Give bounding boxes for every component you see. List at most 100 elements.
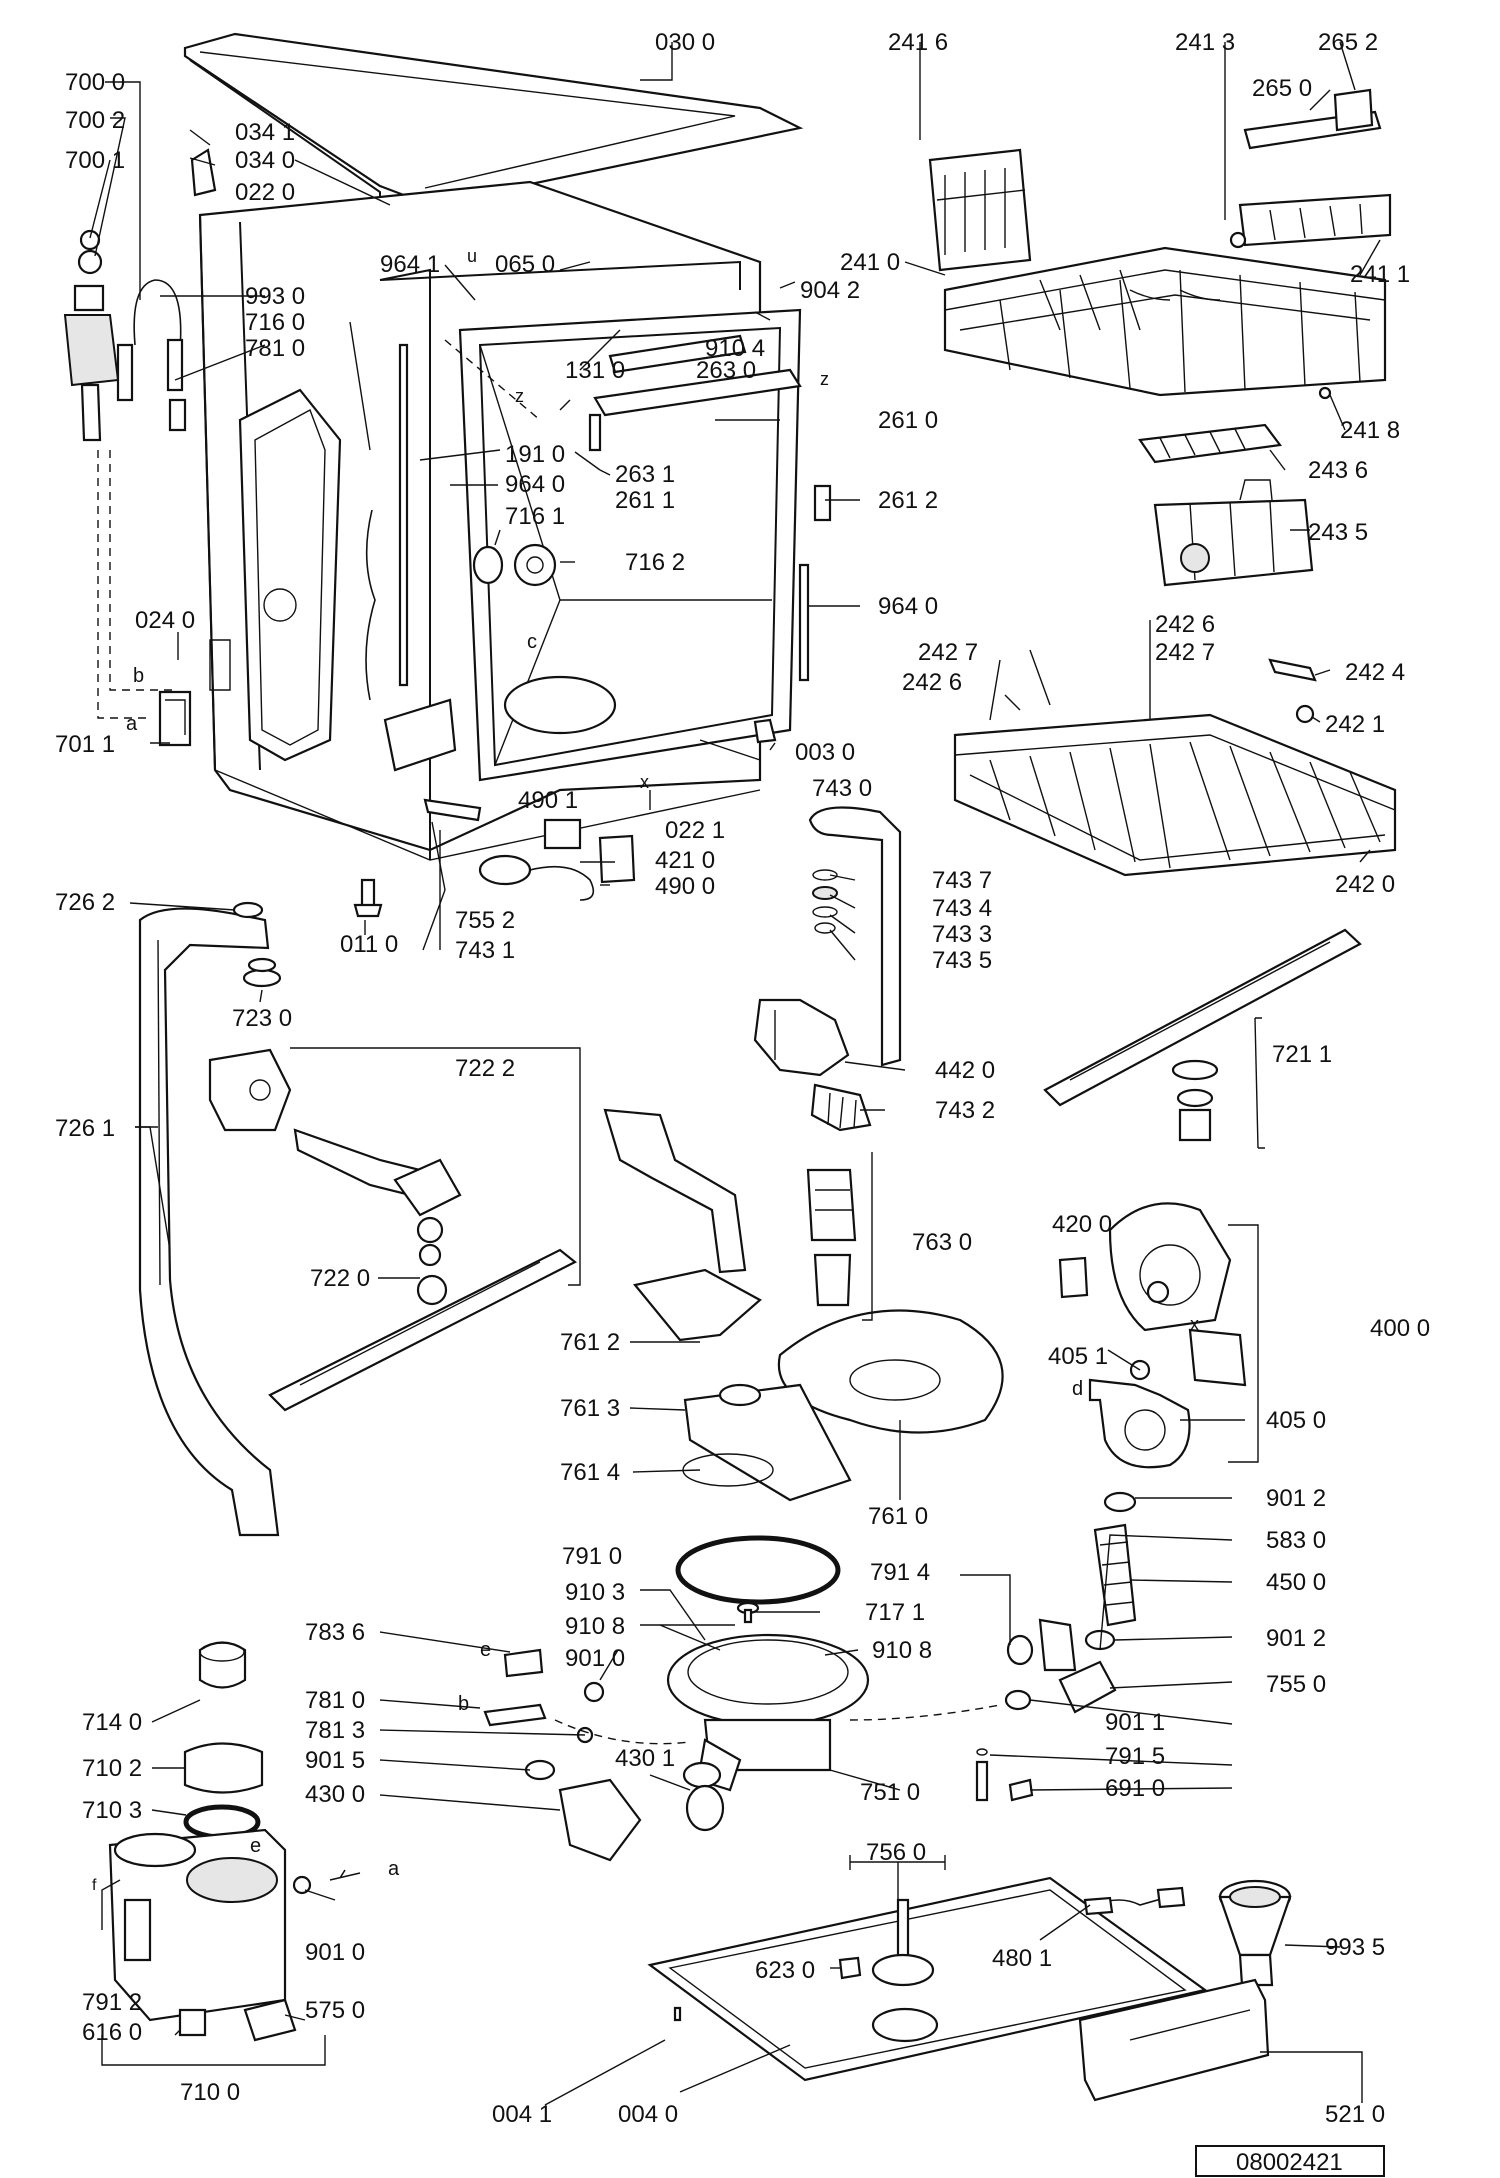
gasket-791-0 [675,1535,841,1605]
part-label-743-0: 743 0 [812,775,872,802]
left-top-components [63,148,217,719]
part-label-781-0-b: 781 0 [305,1687,365,1714]
part-label-710-2: 710 2 [82,1755,142,1782]
part-label-726-2: 726 2 [55,889,115,916]
marker-f: f [92,1877,97,1894]
marker-c: c [527,631,537,653]
part-label-901-2-a: 901 2 [1266,1485,1326,1512]
part-label-791-4: 791 4 [870,1559,930,1586]
part-label-700-0: 700 0 [65,69,125,96]
part-label-722-0: 722 0 [310,1265,370,1292]
hose-743 [753,806,902,1132]
part-label-910-8-b: 910 8 [872,1637,932,1664]
marker-b: b [133,665,144,687]
hose-bracket-755-2 [423,798,482,891]
part-label-583-0: 583 0 [1266,1527,1326,1554]
part-label-964-0-b: 964 0 [878,593,938,620]
part-label-723-0: 723 0 [232,1005,292,1032]
part-label-623-0: 623 0 [755,1957,815,1984]
part-label-242-4: 242 4 [1345,659,1405,686]
part-label-781-0-top: 781 0 [245,335,305,362]
part-label-904-2: 904 2 [800,277,860,304]
part-label-791-5: 791 5 [1105,1743,1165,1770]
part-label-721-1: 721 1 [1272,1041,1332,1068]
funnel-993-5 [1218,1879,1292,1987]
part-label-241-6: 241 6 [888,29,948,56]
part-labels: 030 0 700 0 700 2 700 1 034 1 034 0 022 … [55,29,1430,2128]
part-label-265-2: 265 2 [1318,29,1378,56]
part-label-783-6: 783 6 [305,1619,365,1646]
part-label-242-7-b: 242 7 [1155,639,1215,666]
part-label-241-8: 241 8 [1340,417,1400,444]
part-label-430-0: 430 0 [305,1781,365,1808]
part-label-420-0: 420 0 [1052,1211,1112,1238]
marker-a-2: a [388,1858,400,1880]
part-label-710-0: 710 0 [180,2079,240,2106]
control-panel-521 [1078,1978,1270,2102]
part-label-743-1: 743 1 [455,937,515,964]
part-label-261-0: 261 0 [878,407,938,434]
part-label-901-0-a: 901 0 [565,1645,625,1672]
tub-cabinet [198,180,832,861]
part-label-743-3: 743 3 [932,921,992,948]
part-label-521-0: 521 0 [1325,2101,1385,2128]
part-label-261-2: 261 2 [878,487,938,514]
part-label-910-8-a: 910 8 [565,1613,625,1640]
lower-basket-242 [953,658,1397,877]
part-label-901-1: 901 1 [1105,1709,1165,1736]
part-label-480-1: 480 1 [992,1945,1052,1972]
part-label-405-0: 405 0 [1266,1407,1326,1434]
hoses-lower-left [292,1648,725,1895]
part-label-022-1: 022 1 [665,817,725,844]
part-label-901-5: 901 5 [305,1747,365,1774]
part-label-065-0: 065 0 [495,251,555,278]
part-label-241-3: 241 3 [1175,29,1235,56]
part-label-700-1: 700 1 [65,147,125,174]
part-label-011-0: 011 0 [340,931,398,958]
part-label-400-0: 400 0 [1370,1315,1430,1342]
pump-400 [1058,1202,1247,1469]
part-label-722-2: 722 2 [455,1055,515,1082]
spray-arm-lower-722 [208,1048,578,1412]
part-label-761-4: 761 4 [560,1459,620,1486]
bracket-701 [158,690,192,747]
screw-011 [353,878,383,918]
part-label-910-4: 910 4 [705,335,765,362]
part-label-716-0: 716 0 [245,309,305,336]
part-label-442-0: 442 0 [935,1057,995,1084]
part-label-242-6-b: 242 6 [902,669,962,696]
marker-b-2: b [458,1693,469,1715]
part-label-763-0: 763 0 [912,1229,972,1256]
part-label-450-0: 450 0 [1266,1569,1326,1596]
part-label-791-2: 791 2 [82,1989,142,2016]
part-label-131-0: 131 0 [565,357,625,384]
part-label-716-2: 716 2 [625,549,685,576]
part-label-024-0: 024 0 [135,607,195,634]
cap-717 [736,1601,760,1624]
wiring-parts [478,818,636,901]
part-label-743-5: 743 5 [932,947,992,974]
part-label-004-1: 004 1 [492,2101,552,2128]
part-label-405-1: 405 1 [1048,1343,1108,1370]
spray-arm-upper-721 [1043,928,1362,1142]
filter-763 [806,1168,857,1307]
part-label-265-0: 265 0 [1252,75,1312,102]
part-label-716-1: 716 1 [505,503,565,530]
part-label-034-0: 034 0 [235,147,295,174]
part-label-710-3: 710 3 [82,1797,142,1824]
marker-e-2: e [250,1835,261,1857]
fine-filter-761 [777,1309,1004,1434]
part-label-003-0: 003 0 [795,739,855,766]
part-label-755-0: 755 0 [1266,1671,1326,1698]
part-label-575-0: 575 0 [305,1997,365,2024]
part-label-421-0: 421 0 [655,847,715,874]
part-label-430-1: 430 1 [615,1745,675,1772]
part-label-242-6-a: 242 6 [1155,611,1215,638]
part-label-761-3: 761 3 [560,1395,620,1422]
marker-e-1: e [480,1639,491,1661]
part-label-901-0-b: 901 0 [305,1939,365,1966]
part-label-901-2-b: 901 2 [1266,1625,1326,1652]
part-label-022-0: 022 0 [235,179,295,206]
part-label-030-0: 030 0 [655,29,715,56]
part-label-756-0: 756 0 [866,1839,926,1866]
